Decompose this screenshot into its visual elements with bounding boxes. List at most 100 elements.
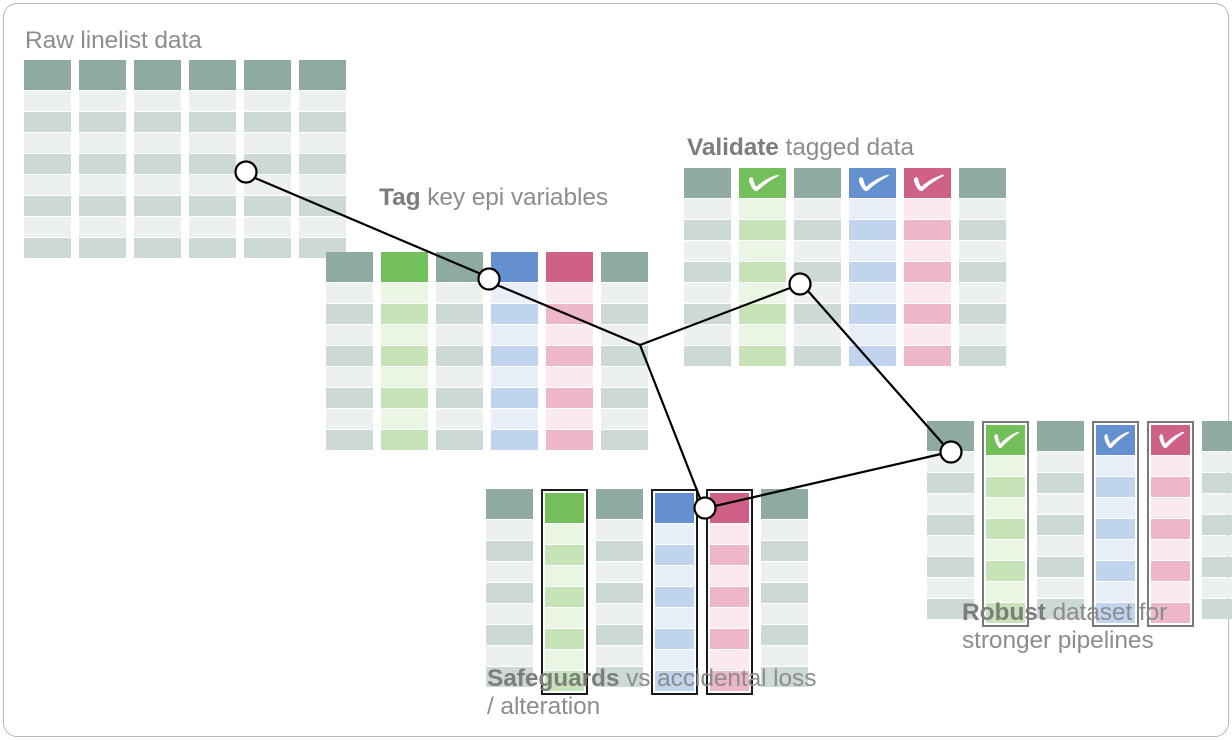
table-cell [1151, 519, 1190, 539]
table-column[interactable] [134, 60, 181, 258]
table-cell [134, 112, 181, 132]
column-cells [1147, 421, 1194, 627]
table-column[interactable] [982, 421, 1029, 627]
table-cell [486, 604, 533, 624]
table-column[interactable] [1147, 421, 1194, 627]
table-column[interactable] [927, 421, 974, 627]
table-cell [299, 154, 346, 174]
caption-emphasis: Validate [687, 134, 779, 161]
table-column[interactable] [299, 60, 346, 258]
table-cell [381, 346, 428, 366]
table-cell [326, 409, 373, 429]
table-cell [189, 175, 236, 195]
table-cell [546, 409, 593, 429]
column-header-cell [710, 493, 749, 523]
table-column[interactable] [794, 168, 841, 366]
table-column[interactable] [739, 168, 786, 366]
table-cell [326, 430, 373, 450]
table-cell [959, 283, 1006, 303]
table-cell [546, 367, 593, 387]
table-cell [244, 175, 291, 195]
table-cell [1037, 578, 1084, 598]
table-cell [545, 587, 584, 607]
table-cell [79, 112, 126, 132]
table-cell [1096, 498, 1135, 518]
table-column[interactable] [189, 60, 236, 258]
table-column[interactable] [959, 168, 1006, 366]
table-cell [849, 241, 896, 261]
table-cell [986, 540, 1025, 560]
table-cell [1037, 473, 1084, 493]
table-cell [601, 283, 648, 303]
table-cell [959, 199, 1006, 219]
table-cell [601, 367, 648, 387]
table-column[interactable] [244, 60, 291, 258]
table-column[interactable] [546, 252, 593, 450]
table-cell [1096, 519, 1135, 539]
table-cell [436, 325, 483, 345]
table-cell [596, 562, 643, 582]
column-cells [326, 252, 373, 450]
table-cell [710, 524, 749, 544]
connector-line [638, 343, 702, 500]
table-cell [436, 409, 483, 429]
table-cell [986, 561, 1025, 581]
column-header-cell [601, 252, 648, 282]
table-cell [601, 388, 648, 408]
table-robust-dataset[interactable] [927, 421, 1232, 627]
table-cell [24, 196, 71, 216]
table-cell [299, 217, 346, 237]
table-cell [326, 346, 373, 366]
table-column[interactable] [79, 60, 126, 258]
table-cell [849, 199, 896, 219]
table-cell [761, 646, 808, 666]
table-cell [927, 452, 974, 472]
table-cell [849, 325, 896, 345]
table-cell [436, 430, 483, 450]
check-icon [858, 174, 889, 192]
table-cell [655, 566, 694, 586]
table-cell [244, 196, 291, 216]
table-cell [986, 477, 1025, 497]
table-cell [486, 520, 533, 540]
table-column[interactable] [436, 252, 483, 450]
table-column[interactable] [326, 252, 373, 450]
table-cell [436, 304, 483, 324]
table-cell [794, 304, 841, 324]
table-cell [655, 587, 694, 607]
table-column[interactable] [1092, 421, 1139, 627]
table-column[interactable] [601, 252, 648, 450]
table-tag-key-epi[interactable] [326, 252, 648, 450]
table-column[interactable] [381, 252, 428, 450]
table-column[interactable] [1202, 421, 1232, 627]
column-header-cell [904, 168, 951, 198]
table-column[interactable] [684, 168, 731, 366]
table-cell [134, 91, 181, 111]
table-column[interactable] [24, 60, 71, 258]
table-cell [1202, 578, 1232, 598]
table-cell [684, 262, 731, 282]
check-icon [1103, 431, 1129, 449]
table-cell [710, 545, 749, 565]
table-raw-linelist[interactable] [24, 60, 346, 258]
table-cell [710, 566, 749, 586]
table-column[interactable] [904, 168, 951, 366]
column-cells [189, 60, 236, 258]
caption-validate: Validate tagged data [687, 134, 1107, 162]
column-cells [982, 421, 1029, 627]
table-column[interactable] [849, 168, 896, 366]
table-cell [684, 241, 731, 261]
table-cell [79, 91, 126, 111]
table-cell [436, 367, 483, 387]
table-column[interactable] [491, 252, 538, 450]
table-validate-tagged[interactable] [684, 168, 1006, 366]
column-header-cell [1096, 425, 1135, 455]
table-cell [1151, 498, 1190, 518]
table-column[interactable] [1037, 421, 1084, 627]
column-cells [959, 168, 1006, 366]
table-cell [904, 325, 951, 345]
table-cell [244, 112, 291, 132]
table-cell [244, 154, 291, 174]
table-cell [904, 199, 951, 219]
